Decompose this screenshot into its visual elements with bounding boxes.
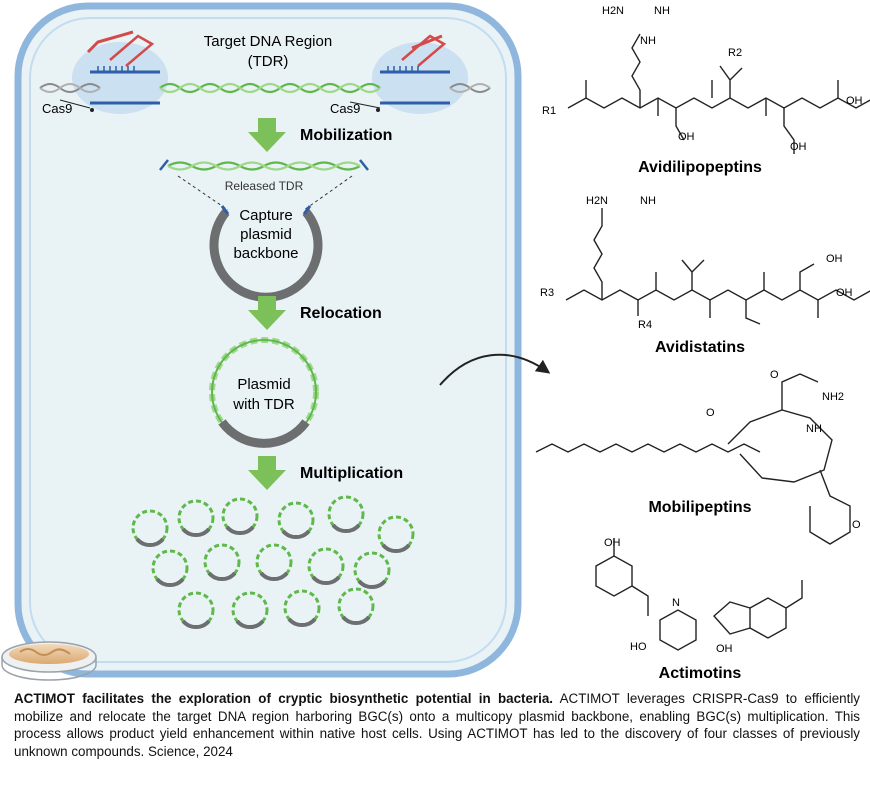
atom-r1: R1 [542, 105, 556, 117]
plasmid-copy-backbone [331, 523, 361, 533]
atom-n-4: N [672, 597, 680, 609]
atom-oh-2b: OH [836, 287, 853, 299]
figure-caption: ACTIMOT facilitates the exploration of c… [14, 690, 860, 760]
plasmid-copy-backbone [381, 543, 411, 553]
plasmid-label-line1: Plasmid [237, 376, 290, 393]
caption-body: ACTIMOT leverages CRISPR-Cas9 to efficie… [14, 691, 860, 759]
plasmid-label-line2: with TDR [232, 396, 295, 413]
atom-oh-4: OH [604, 537, 621, 549]
cas9-left-blob [72, 30, 168, 114]
atom-h2n-2: H2N [586, 195, 608, 207]
capture-label-line3: backbone [233, 245, 298, 262]
capture-label-line1: Capture [239, 207, 292, 224]
atom-oh-1b: OH [678, 131, 695, 143]
plasmid-copy-backbone [259, 571, 289, 581]
relocation-arrow [248, 296, 286, 330]
plasmid-copy-backbone [225, 525, 255, 535]
cas9-pointer-left [90, 108, 94, 112]
atom-nh-3: NH [806, 423, 822, 435]
atom-oh-2: OH [826, 253, 843, 265]
released-tdr-label: Released TDR [225, 179, 304, 193]
released-tdr-helix [159, 159, 369, 211]
caption-title: ACTIMOT facilitates the exploration of c… [14, 691, 554, 706]
curved-arrow [439, 353, 551, 386]
atom-nh-1b: NH [640, 35, 656, 47]
plasmid-copy-backbone [357, 579, 387, 589]
plasmid-copy-backbone [181, 527, 211, 537]
atom-ho-4: HO [630, 641, 647, 653]
atom-nh2-3: NH2 [822, 391, 844, 403]
plasmid-copy-backbone [135, 537, 165, 547]
atom-o-3b: O [706, 407, 715, 419]
tdr-title-line1: Target DNA Region [204, 33, 332, 50]
plasmid-copy-backbone [311, 575, 341, 585]
compound-name-avidilipopeptins: Avidilipopeptins [638, 159, 762, 176]
plasmid-copy-backbone [155, 577, 185, 587]
cas9-pointer-right [376, 108, 380, 112]
mobilization-arrow [248, 118, 286, 152]
tdr-dna-helix [39, 66, 491, 109]
structure-actimotins [595, 538, 803, 651]
cas9-right-blob [372, 34, 468, 114]
plasmid-copy-backbone [207, 571, 237, 581]
atom-oh-1: OH [846, 95, 863, 107]
atom-r2: R2 [728, 47, 742, 59]
atom-nh-1: NH [654, 5, 670, 17]
cas9-label-left: Cas9 [42, 101, 72, 116]
multiplication-arrow [248, 456, 286, 490]
step-mobilization: Mobilization [300, 127, 392, 144]
plasmid-copy-backbone [235, 619, 265, 629]
atom-nh-2: NH [640, 195, 656, 207]
structure-mobilipeptins [535, 373, 851, 545]
atom-oh-1c: OH [790, 141, 807, 153]
plasmid-copy-backbone [287, 617, 317, 627]
cas9-label-right: Cas9 [330, 101, 360, 116]
plasmid-copy-backbone [281, 529, 311, 539]
plasmid-with-tdr-ring [209, 337, 319, 448]
petri-dish-icon [1, 641, 97, 681]
compound-name-mobilipeptins: Mobilipeptins [648, 499, 751, 516]
compound-name-actimotins: Actimotins [659, 665, 742, 682]
plasmid-copy-backbone [341, 615, 371, 625]
atom-h2n-1: H2N [602, 5, 624, 17]
atom-o-3: O [770, 369, 779, 381]
plasmid-copy-backbone [181, 619, 211, 629]
atom-oh-4b: OH [716, 643, 733, 655]
tdr-title-line2: (TDR) [248, 53, 289, 70]
step-relocation: Relocation [300, 305, 382, 322]
step-multiplication: Multiplication [300, 465, 403, 482]
capture-label-line2: plasmid [240, 226, 292, 243]
plasmid-copies [131, 495, 415, 629]
atom-o-3c: O [852, 519, 861, 531]
compound-name-avidistatins: Avidistatins [655, 339, 745, 356]
structure-avidilipopeptins [567, 33, 870, 154]
atom-r3: R3 [540, 287, 554, 299]
atom-r4: R4 [638, 319, 652, 331]
structure-avidistatins [565, 208, 870, 325]
